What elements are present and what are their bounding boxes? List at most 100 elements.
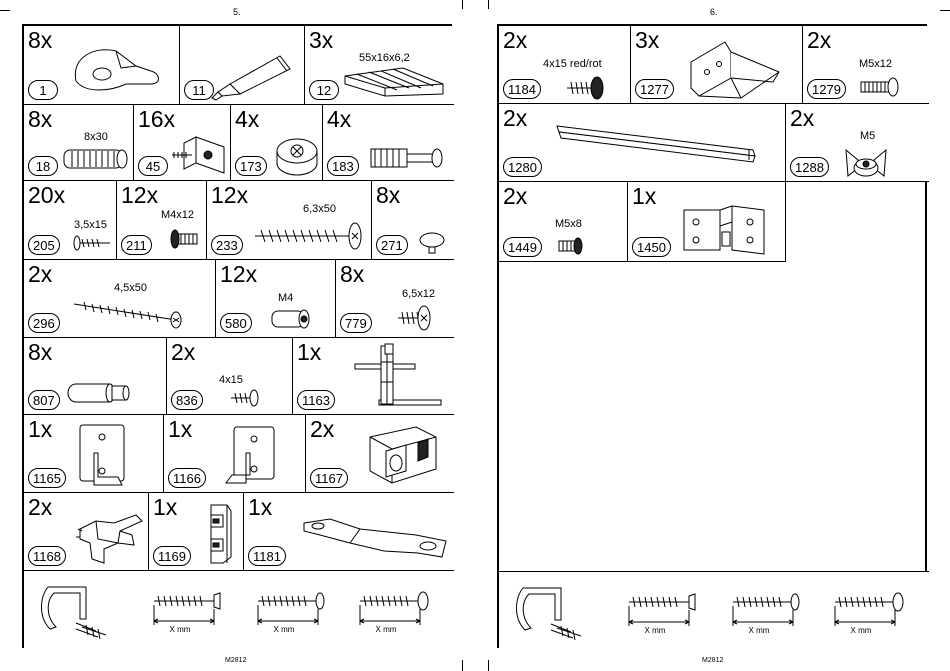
pan-head-screw-icon: [257, 592, 325, 625]
part-cell: 8x 271: [372, 181, 454, 260]
part-size: 4x15: [219, 374, 243, 386]
machine-screw-icon: [170, 229, 198, 249]
part-code: 1280: [503, 157, 542, 177]
part-quantity: 2x: [503, 183, 528, 209]
part-code: 1163: [297, 390, 335, 410]
part-cell: 2x 4x15 red/rot 1184: [499, 26, 631, 104]
part-cell: 1x 1165: [24, 415, 164, 493]
part-quantity: 2x: [171, 339, 196, 365]
part-code: 807: [28, 390, 60, 410]
part-code: 1165: [28, 468, 66, 488]
part-quantity: 2x: [28, 261, 53, 287]
part-quantity: 8x: [28, 27, 53, 53]
part-quantity: 2x: [310, 416, 335, 442]
countersunk-screw-icon: [628, 593, 696, 626]
part-code: 1277: [635, 79, 674, 99]
part-code: 205: [28, 235, 60, 255]
part-quantity: 4x: [327, 106, 352, 132]
parts-table-left: 8x 1 11 3x 55x16x6,2 12 8x 8x30: [22, 24, 454, 648]
part-cell: 2x 4,5x50 296: [24, 260, 216, 338]
glue-tube-icon: [211, 55, 291, 101]
part-quantity: 20x: [28, 182, 66, 208]
machine-screw-icon: [558, 237, 583, 255]
part-code: 1181: [248, 546, 286, 566]
part-quantity: 1x: [28, 416, 53, 442]
page-number: 5.: [233, 7, 241, 17]
part-quantity: 2x: [28, 494, 53, 520]
part-size: 8x30: [84, 131, 108, 143]
pan-head-screw-icon: [732, 593, 800, 626]
part-quantity: 12x: [121, 182, 159, 208]
part-code: 836: [171, 390, 203, 410]
cam-lock-icon: [276, 138, 318, 176]
part-code: 1168: [28, 546, 66, 566]
machine-screw-icon: [860, 77, 899, 97]
part-size: M4x12: [161, 209, 195, 221]
part-quantity: 1x: [248, 494, 273, 520]
long-wood-screw-icon: [73, 301, 182, 329]
part-code: 11: [184, 80, 214, 100]
part-quantity: 1x: [632, 183, 657, 209]
part-quantity: 3x: [635, 27, 660, 53]
wedge-shims-icon: [344, 67, 444, 97]
threaded-insert-icon: [271, 309, 310, 329]
part-code: 211: [121, 235, 152, 255]
wood-screw-icon: [73, 235, 110, 251]
part-cell: 2x M5x8 1449: [499, 182, 628, 262]
part-cell: 1x 1450: [628, 182, 786, 262]
part-code: 1450: [632, 237, 671, 257]
part-code: 1288: [790, 157, 829, 177]
part-quantity: 8x: [28, 339, 53, 365]
part-quantity: 8x: [340, 261, 365, 287]
part-size: M5x12: [859, 58, 893, 70]
part-cell: 12x 6,3x50 233: [207, 181, 372, 260]
part-cell: 3x 55x16x6,2 12: [305, 26, 454, 105]
part-quantity: 16x: [138, 106, 176, 132]
part-code: 18: [28, 156, 58, 176]
part-cell: 2x 1280: [499, 104, 786, 182]
washer-head-screw-icon: [359, 591, 429, 625]
washer-head-screw-icon: [834, 592, 904, 626]
page-number: 6.: [710, 7, 718, 17]
part-size: M4: [278, 292, 294, 304]
part-quantity: 12x: [211, 182, 249, 208]
part-quantity: 2x: [503, 105, 528, 131]
part-cell: 4x 183: [323, 105, 454, 181]
part-cell: 20x 3,5x15 205: [24, 181, 117, 260]
countersunk-screw-icon: [153, 592, 221, 625]
part-quantity: 1x: [297, 339, 322, 365]
part-size: M5: [860, 130, 876, 142]
part-cell: 16x 45: [134, 105, 231, 181]
part-cell: 2x 4x15 836: [167, 338, 293, 415]
part-quantity: 3x: [309, 27, 334, 53]
short-screw-icon: [398, 305, 431, 331]
cam-bolt-icon: [370, 148, 443, 168]
part-quantity: 12x: [220, 261, 258, 287]
part-cell: 8x 8x30 18: [24, 105, 134, 181]
clip-holder-icon: [210, 504, 232, 564]
measure-label: X mm: [850, 626, 872, 635]
part-size: 4,5x50: [114, 282, 148, 294]
part-quantity: 1x: [153, 494, 178, 520]
wing-nut-icon: [845, 148, 887, 177]
cover-cap-icon: [419, 232, 445, 254]
part-quantity: 1x: [168, 416, 193, 442]
angle-bracket-icon: [690, 41, 780, 99]
edge-clamp-icon: [516, 587, 582, 641]
cam-lock-housing-icon: [74, 49, 159, 91]
measure-label: X mm: [169, 625, 191, 634]
part-quantity: 4x: [235, 106, 260, 132]
edge-clamp-icon: [41, 586, 107, 640]
part-cell: 2x M5 1288: [786, 104, 929, 182]
hook-plate-icon: [79, 424, 125, 486]
part-size: 3,5x15: [74, 219, 108, 231]
part-cell: 1x 1169: [149, 493, 244, 571]
part-cell: 2x M5x12 1279: [803, 26, 929, 104]
rail-bracket-icon: [354, 343, 442, 406]
part-quantity: 2x: [807, 27, 832, 53]
part-cell: 12x M4 580: [216, 260, 336, 338]
part-cell: 8x 1: [24, 26, 180, 105]
part-cell: 11: [180, 26, 305, 105]
part-quantity: 8x: [28, 106, 53, 132]
part-cell: 8x 6,5x12 779: [336, 260, 454, 338]
